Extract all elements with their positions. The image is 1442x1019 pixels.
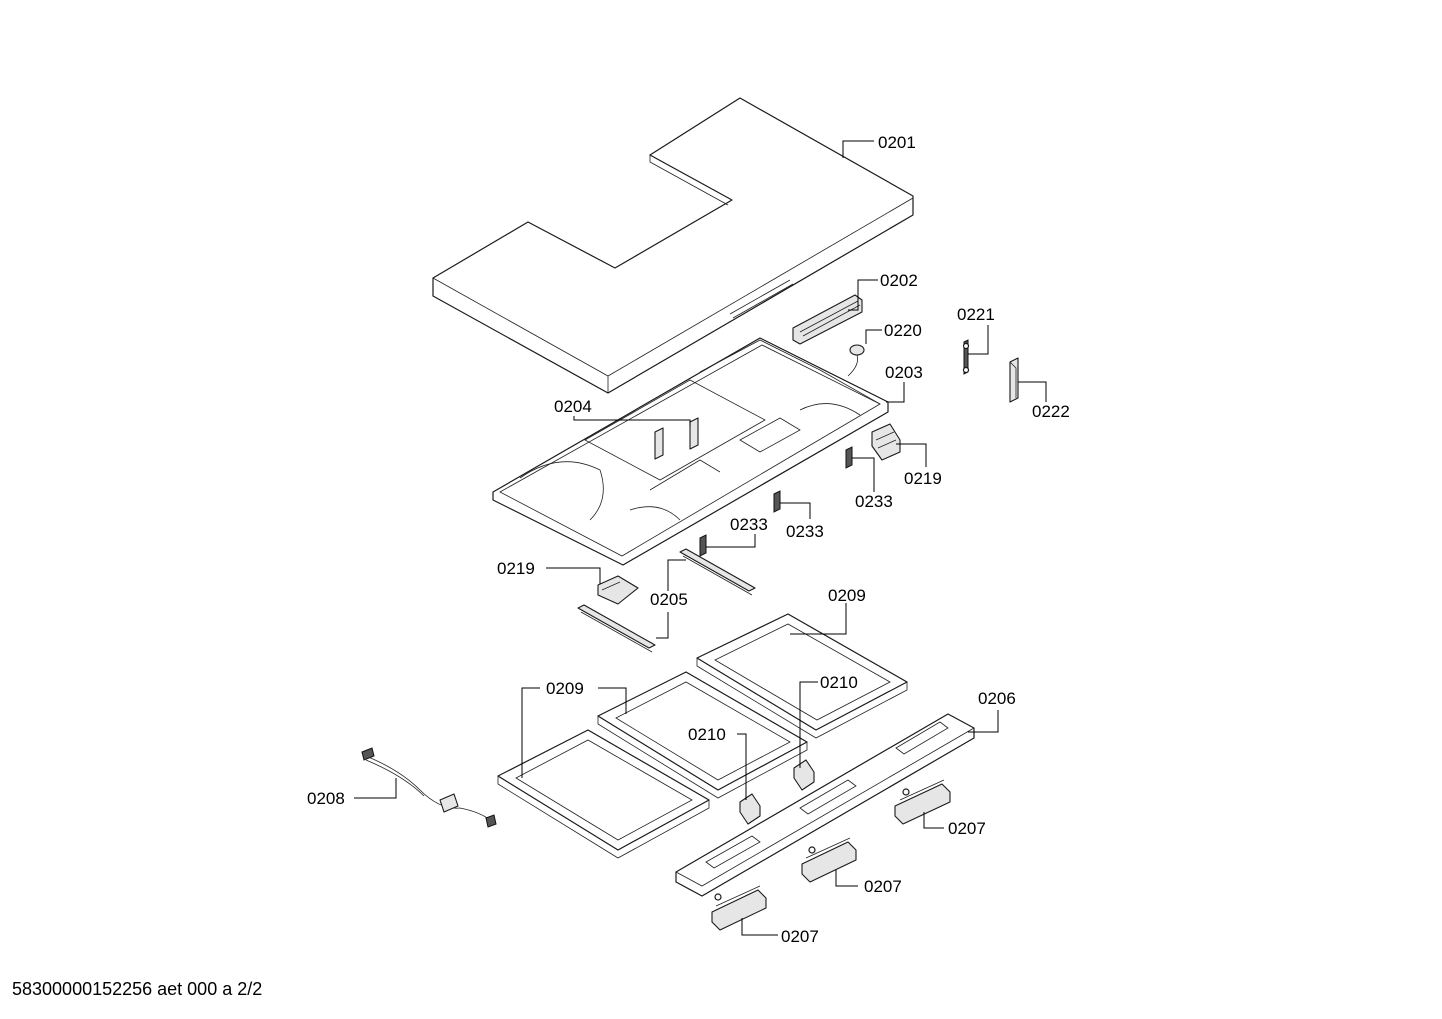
part-0222-hinge-bracket bbox=[1009, 357, 1019, 403]
part-0220-sensor bbox=[847, 344, 865, 377]
label-0203: 0203 bbox=[885, 363, 923, 382]
label-0222: 0222 bbox=[1032, 402, 1070, 421]
label-0207-right: 0207 bbox=[948, 819, 986, 838]
part-0219-bracket-left bbox=[597, 575, 639, 605]
label-0205: 0205 bbox=[650, 590, 688, 609]
label-0210-upper: 0210 bbox=[820, 673, 858, 692]
part-0210-block-2 bbox=[739, 793, 761, 825]
label-0233-left: 0233 bbox=[730, 515, 768, 534]
part-0219-bracket-right bbox=[871, 423, 901, 461]
label-0210-lower: 0210 bbox=[688, 725, 726, 744]
label-0209-back: 0209 bbox=[828, 586, 866, 605]
label-0233-middle: 0233 bbox=[786, 522, 824, 541]
label-0219-right: 0219 bbox=[904, 469, 942, 488]
label-0202: 0202 bbox=[880, 271, 918, 290]
leader-lines bbox=[354, 140, 1047, 936]
label-0207-left: 0207 bbox=[781, 927, 819, 946]
label-0209-front: 0209 bbox=[546, 679, 584, 698]
part-0210-block-1 bbox=[793, 759, 815, 791]
part-0201-cover-panel bbox=[432, 97, 914, 394]
part-0233-clip-2 bbox=[773, 490, 781, 513]
label-0204: 0204 bbox=[554, 397, 592, 416]
label-0201: 0201 bbox=[878, 133, 916, 152]
label-0220: 0220 bbox=[884, 321, 922, 340]
label-0233-right: 0233 bbox=[855, 492, 893, 511]
document-reference: 58300000152256 aet 000 a 2/2 bbox=[12, 979, 263, 999]
label-0208: 0208 bbox=[307, 789, 345, 808]
part-labels: 0201 0202 0220 0221 0203 0222 0204 0219 … bbox=[307, 133, 1070, 946]
label-0221: 0221 bbox=[957, 305, 995, 324]
label-0206: 0206 bbox=[978, 689, 1016, 708]
label-0207-middle: 0207 bbox=[864, 877, 902, 896]
part-0209-frame-back bbox=[696, 613, 908, 739]
part-0233-clip-3 bbox=[699, 534, 707, 557]
part-0233-clip-1 bbox=[845, 446, 853, 469]
part-0208-cable-harness bbox=[361, 747, 497, 828]
part-0207-module-3 bbox=[711, 885, 767, 931]
part-0205-rail-upper bbox=[679, 548, 756, 596]
part-0221-clip bbox=[962, 339, 970, 375]
part-0209-frame-front bbox=[497, 729, 710, 859]
part-0209-frame-middle bbox=[597, 671, 808, 799]
part-0207-module-1 bbox=[894, 779, 951, 825]
part-0203-base-tray bbox=[492, 337, 889, 566]
label-0219-left: 0219 bbox=[497, 559, 535, 578]
part-0202-bracket bbox=[792, 294, 863, 345]
part-0206-long-panel bbox=[675, 713, 975, 897]
part-0205-rail-lower bbox=[577, 604, 656, 653]
part-0207-module-2 bbox=[801, 837, 857, 883]
